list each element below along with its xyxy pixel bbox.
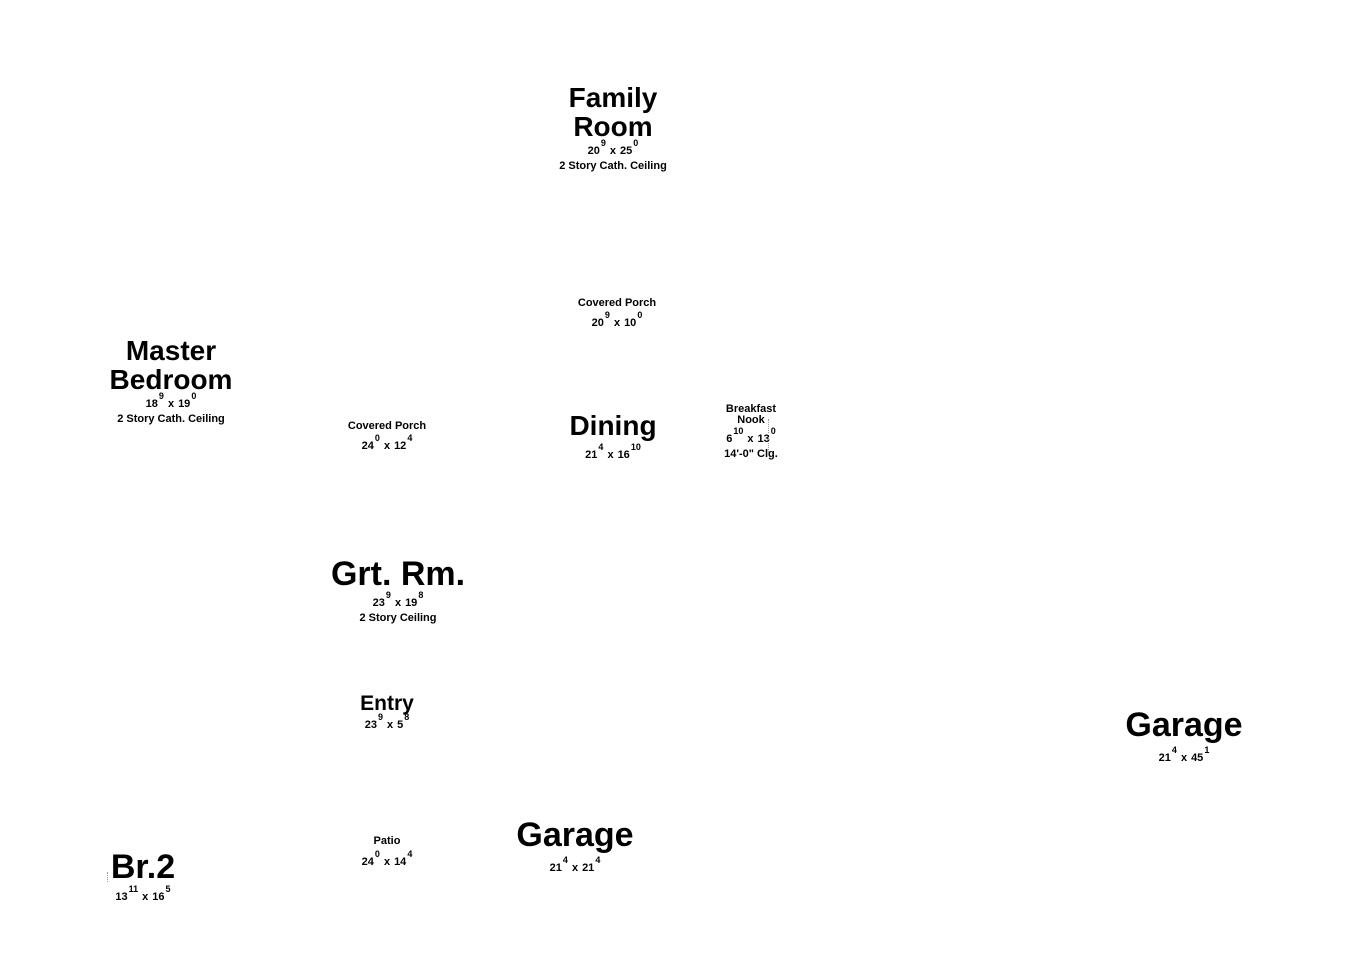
room-name: Garage [1125, 706, 1243, 744]
room-name: Patio [373, 835, 401, 847]
wall-marker [107, 872, 108, 882]
room-note: 2 Story Cath. Ceiling [559, 160, 667, 173]
room-name: Grt. Rm. [330, 555, 466, 593]
room-name: Garage [516, 816, 634, 854]
wall-marker [768, 438, 769, 452]
room-name: Entry [360, 692, 414, 715]
room-note: 2 Story Cath. Ceiling [117, 413, 225, 426]
wall-marker [768, 419, 769, 433]
room-note: 2 Story Ceiling [359, 611, 437, 624]
room-note: 14'-0" Clg. [724, 448, 778, 461]
room-name: Dining [569, 410, 657, 441]
room-name: Covered Porch [577, 297, 657, 309]
room-name: Covered Porch [347, 420, 427, 432]
room-name: Br.2 [110, 848, 176, 886]
